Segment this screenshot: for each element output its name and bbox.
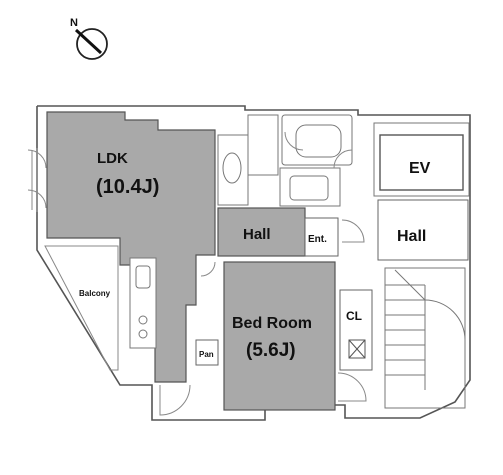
room-label-entrance: Ent. bbox=[308, 234, 327, 245]
room-label-closet: CL bbox=[346, 309, 362, 323]
room-label-hall-common: Hall bbox=[397, 228, 426, 245]
pantry-area bbox=[195, 339, 219, 366]
kitchen-counter bbox=[129, 257, 157, 349]
room-size-ldk: (10.4J) bbox=[96, 176, 159, 198]
room-label-pantry: Pan bbox=[199, 350, 214, 359]
room-label-ldk: LDK bbox=[97, 150, 128, 167]
room-label-balcony: Balcony bbox=[79, 289, 111, 298]
compass-circle-icon bbox=[76, 28, 108, 60]
ev-shaft bbox=[379, 134, 464, 191]
compass: N bbox=[70, 17, 108, 60]
door-swings bbox=[27, 149, 367, 416]
common-hall-area bbox=[377, 199, 469, 261]
room-label-ev: EV bbox=[409, 160, 431, 177]
compass-label: N bbox=[70, 17, 78, 29]
room-size-bedroom: (5.6J) bbox=[246, 340, 296, 361]
entrance-area bbox=[304, 217, 339, 257]
compass-needle-icon bbox=[74, 28, 103, 55]
room-label-hall-inner: Hall bbox=[243, 226, 271, 243]
stairs bbox=[384, 267, 466, 409]
balcony-area bbox=[44, 245, 119, 371]
outer-walls bbox=[31, 105, 471, 421]
bath-fixtures bbox=[217, 114, 353, 207]
room-label-bedroom: Bed Room bbox=[232, 315, 312, 332]
bedroom-area bbox=[223, 261, 336, 411]
ldk-room bbox=[46, 111, 216, 383]
